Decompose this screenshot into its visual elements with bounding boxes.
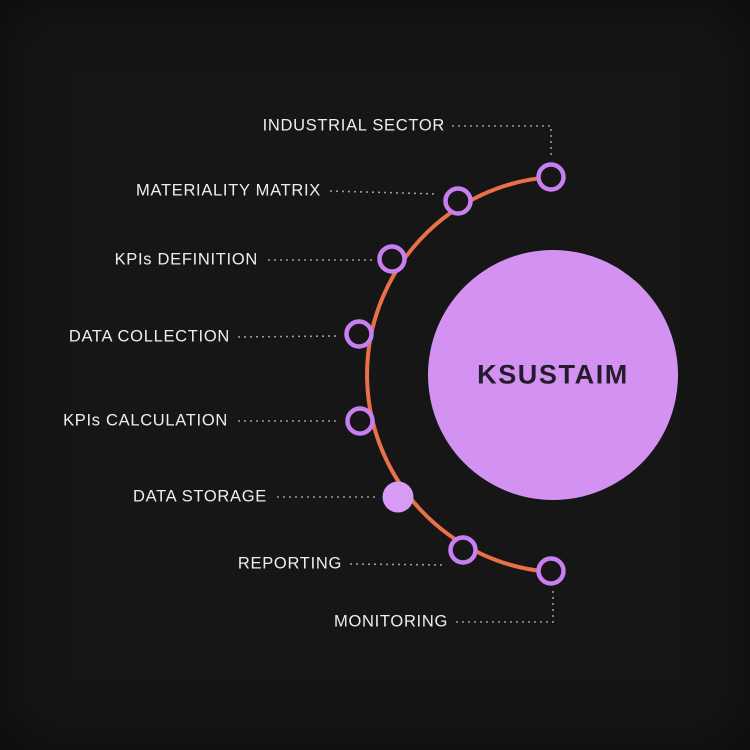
step-label-monitoring: MONITORING xyxy=(334,612,448,631)
node-materiality-matrix xyxy=(443,186,473,216)
node-monitoring xyxy=(536,556,566,586)
step-label-data-storage: DATA STORAGE xyxy=(132,487,267,506)
center-title: KSUSTAIM xyxy=(477,359,629,390)
step-label-reporting: REPORTING xyxy=(237,554,342,573)
connector-data-collection xyxy=(237,335,340,338)
step-label-industrial-sector: INDUSTRIAL SECTOR xyxy=(262,116,445,135)
node-data-collection xyxy=(344,319,374,349)
step-label-materiality-matrix: MATERIALITY MATRIX xyxy=(136,181,321,200)
node-kpis-definition xyxy=(377,244,407,274)
node-data-storage-active xyxy=(382,481,414,513)
step-label-kpis-definition: KPIs DEFINITION xyxy=(114,250,258,269)
step-label-data-collection: DATA COLLECTION xyxy=(68,327,230,346)
connector-materiality-matrix xyxy=(329,190,439,195)
connector-industrial-sector xyxy=(452,125,552,159)
node-industrial-sector xyxy=(536,162,566,192)
node-kpis-calculation xyxy=(345,406,375,436)
connector-monitoring xyxy=(456,590,554,623)
center-circle xyxy=(428,250,678,500)
node-reporting xyxy=(448,535,478,565)
step-label-kpis-calculation: KPIs CALCULATION xyxy=(63,411,228,430)
connector-reporting xyxy=(349,563,447,566)
